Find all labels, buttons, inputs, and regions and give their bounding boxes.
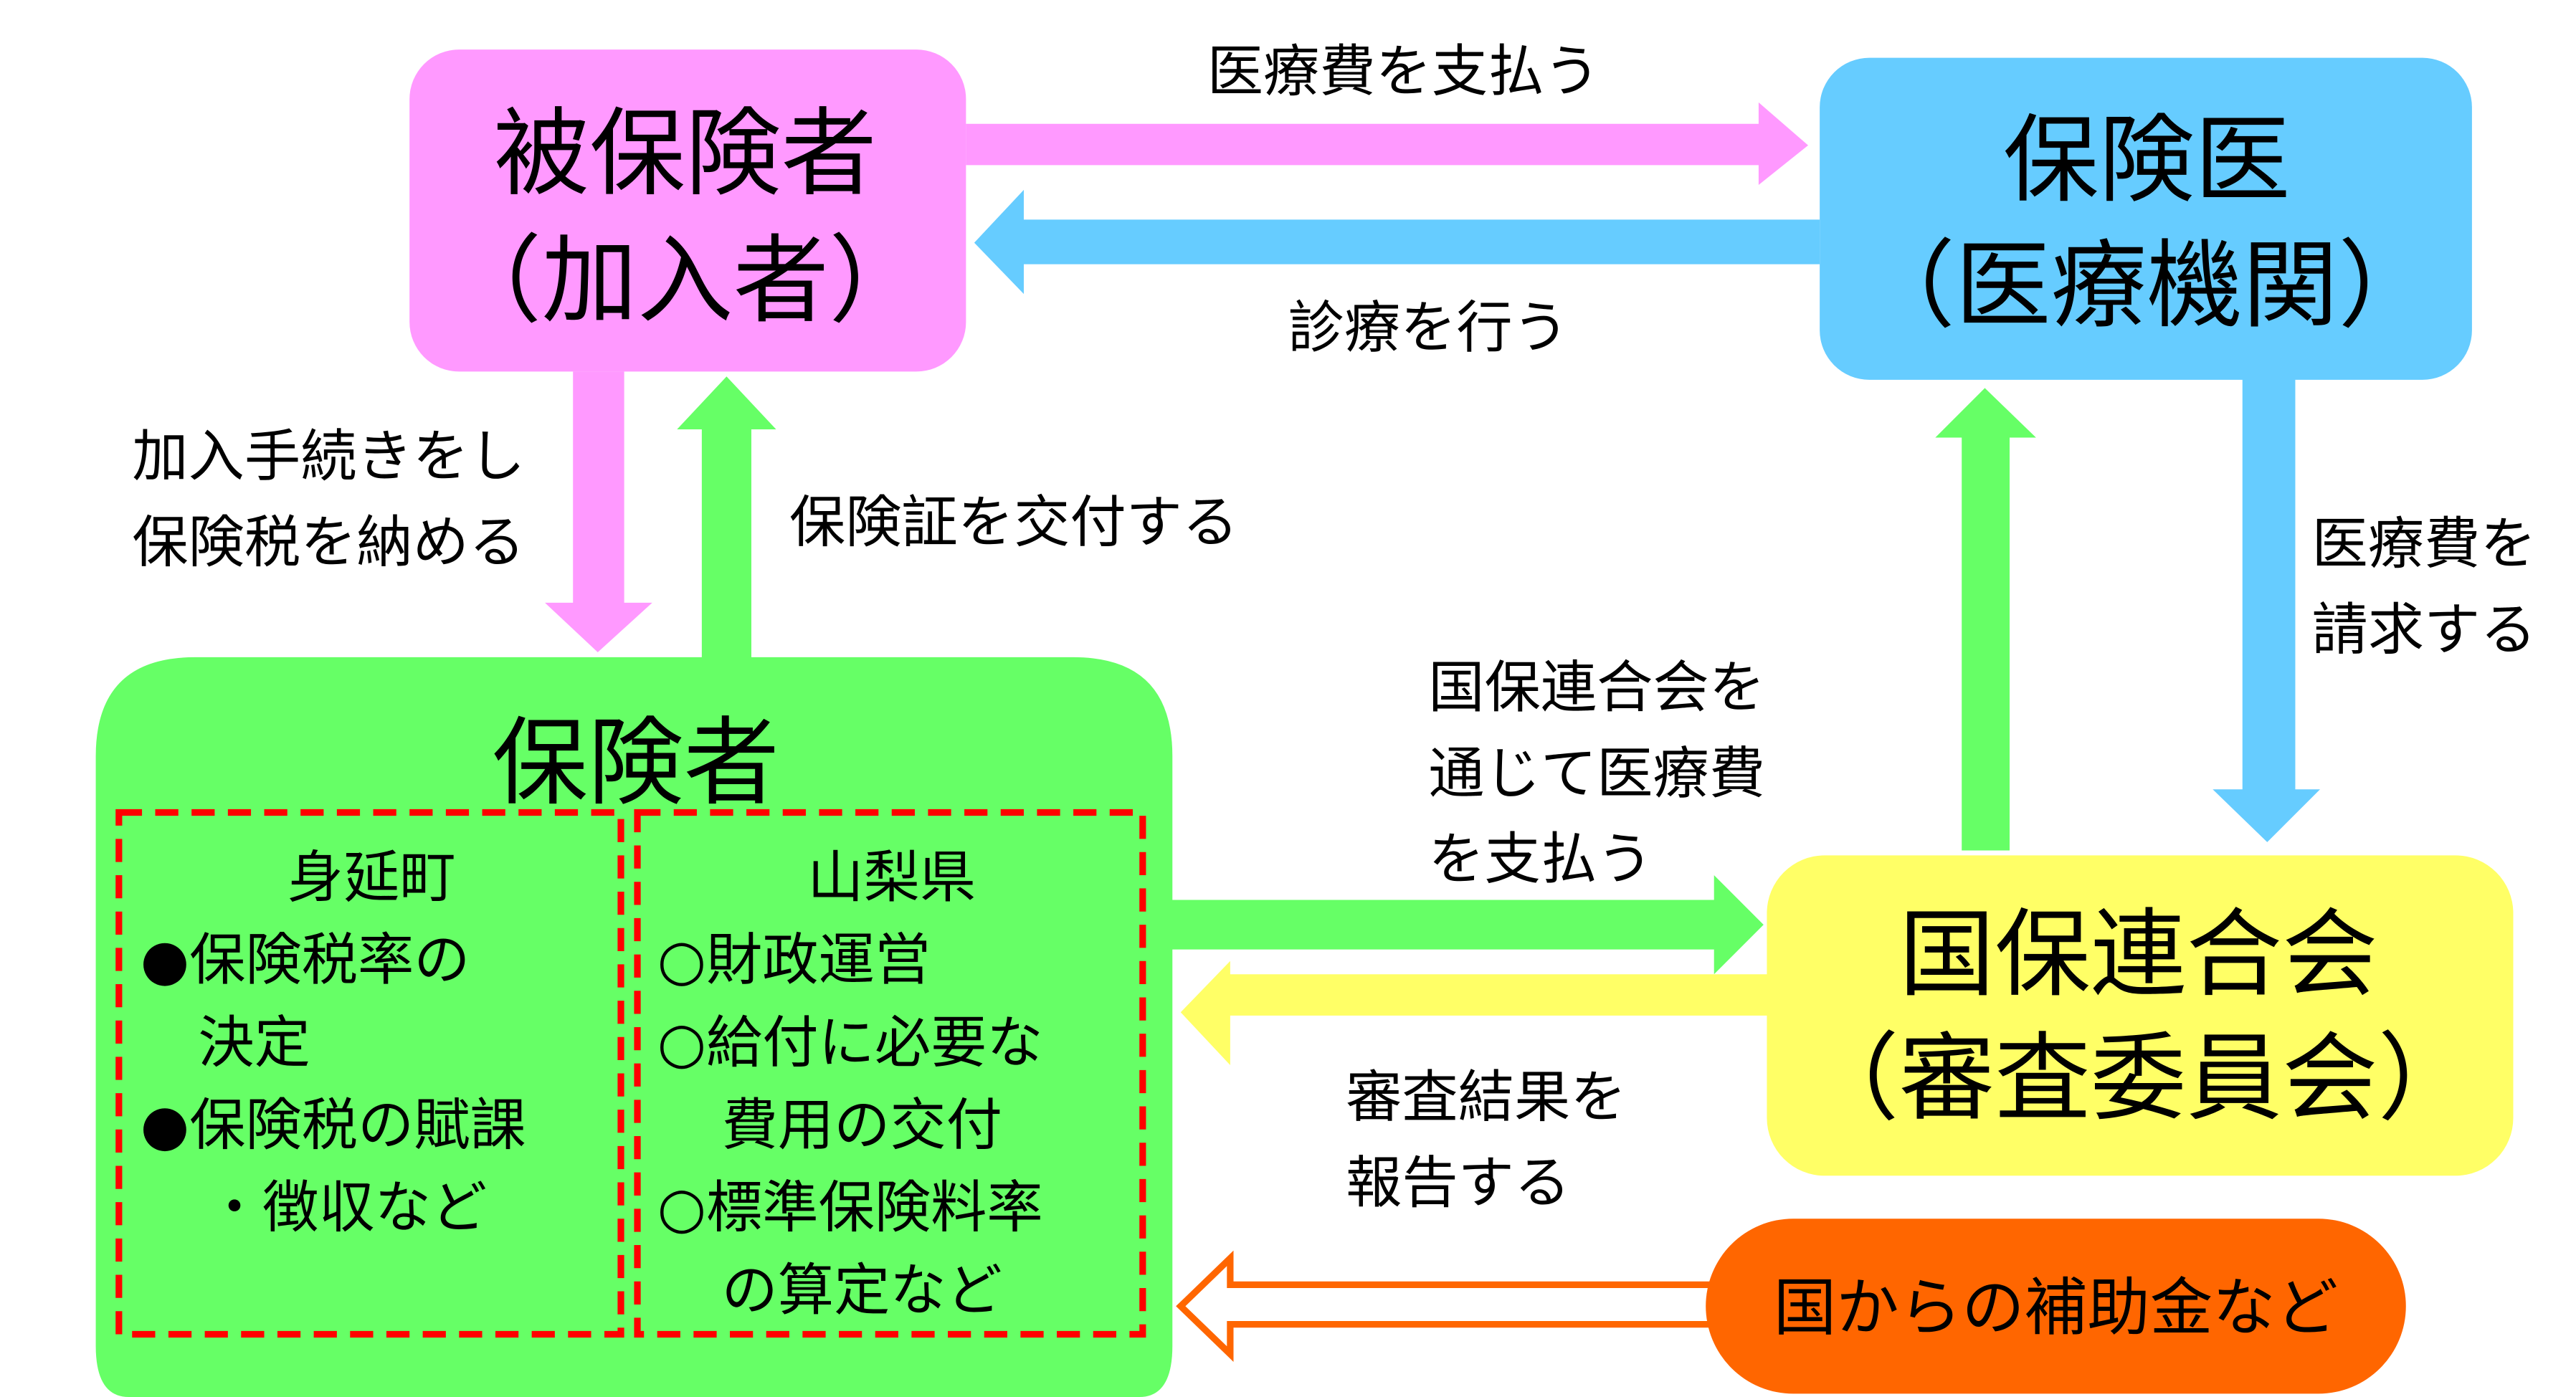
arrow-enroll	[545, 371, 652, 652]
arrow-treatment	[974, 189, 1820, 295]
insured-box	[409, 49, 966, 372]
label-via-federation: 国保連合会を	[1428, 655, 1765, 720]
arrow-card	[677, 376, 776, 661]
prefecture-dashed-box	[634, 809, 1146, 1338]
arrow-claim	[2213, 376, 2321, 842]
arrow-federation-to-doctor	[1935, 388, 2036, 851]
label-enroll: 加入手続きをし	[132, 424, 525, 489]
national-label: 国からの補助金など	[1774, 1272, 2339, 1345]
prefecture-line: 費用の交付	[722, 1093, 1002, 1158]
label-report: 審査結果を	[1346, 1064, 1626, 1130]
town-line: ●保険税の賦課	[141, 1093, 526, 1158]
doctor-box	[1820, 57, 2472, 380]
label-treatment: 診療を行う	[1288, 295, 1569, 361]
insured-title: 被保険者	[494, 97, 877, 209]
town-title: 身延町	[287, 845, 456, 910]
label-card: 保険証を交付する	[789, 490, 1238, 556]
arrow-subsidy	[1176, 1250, 1721, 1362]
label-report: 報告する	[1346, 1150, 1570, 1216]
doctor-subtitle: （医療機関）	[1859, 230, 2433, 342]
town-dashed-box	[115, 809, 624, 1338]
prefecture-line: ○給付に必要な	[657, 1010, 1043, 1075]
label-via-federation: を支払う	[1428, 827, 1653, 892]
prefecture-title: 山梨県	[807, 845, 976, 910]
label-via-federation: 通じて医療費	[1428, 741, 1765, 806]
federation-title: 国保連合会	[1899, 899, 2378, 1011]
federation-box	[1767, 855, 2514, 1176]
prefecture-line: ○標準保険料率	[657, 1176, 1043, 1241]
label-claim: 請求する	[2311, 597, 2536, 662]
arrow-pay-medical	[966, 102, 1809, 186]
insurer-box	[95, 657, 1173, 1397]
town-line: ・徴収など	[206, 1176, 487, 1241]
federation-subtitle: （審査委員会）	[1803, 1022, 2473, 1134]
label-claim: 医療費を	[2311, 512, 2536, 577]
doctor-title: 保険医	[2003, 105, 2291, 216]
arrow-via-federation	[1164, 875, 1764, 975]
national-pill	[1706, 1219, 2406, 1394]
prefecture-line: の算定など	[722, 1258, 1002, 1323]
label-enroll: 保険税を納める	[132, 510, 525, 575]
insured-subtitle: （加入者）	[446, 225, 925, 337]
prefecture-line: ○財政運営	[657, 928, 931, 993]
town-line: ●保険税率の	[141, 928, 470, 993]
insurer-title: 保険者	[492, 707, 779, 819]
town-line: 決定	[198, 1010, 310, 1075]
arrow-report	[1180, 960, 1775, 1065]
label-pay-medical: 医療費を支払う	[1207, 39, 1600, 105]
